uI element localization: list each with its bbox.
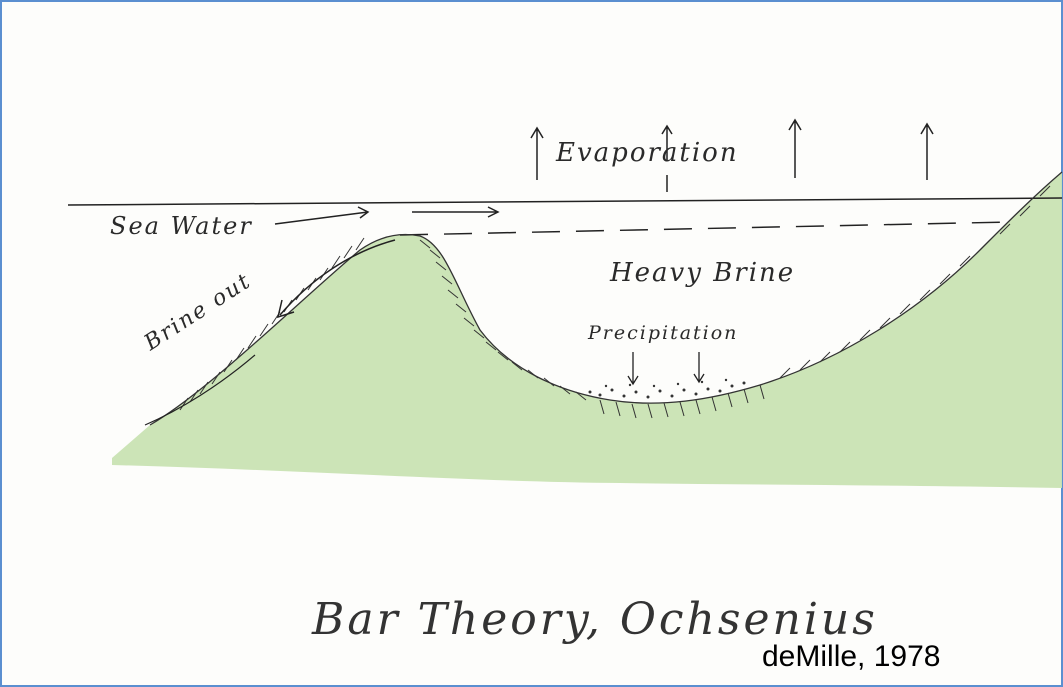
heavy-brine-label: Heavy Brine [610, 258, 796, 288]
sea-water-label: Sea Water [110, 212, 253, 240]
evaporation-label: Evaporation [556, 138, 739, 168]
precipitation-label: Precipitation [588, 322, 739, 344]
bar-outline [149, 171, 1063, 426]
precipitation-arrows [627, 352, 705, 386]
brine-level-dashed [399, 221, 1011, 236]
sea-surface-line [67, 197, 1063, 206]
diagram-title: Bar Theory, Ochsenius [312, 594, 878, 645]
sea-water-arrows [274, 206, 500, 225]
credit-text: deMille, 1978 [762, 640, 941, 673]
evaporation-arrows [530, 118, 934, 192]
precipitate-dots [588, 378, 746, 399]
brine-out-arrow [144, 239, 396, 426]
land-mass [112, 172, 1062, 488]
